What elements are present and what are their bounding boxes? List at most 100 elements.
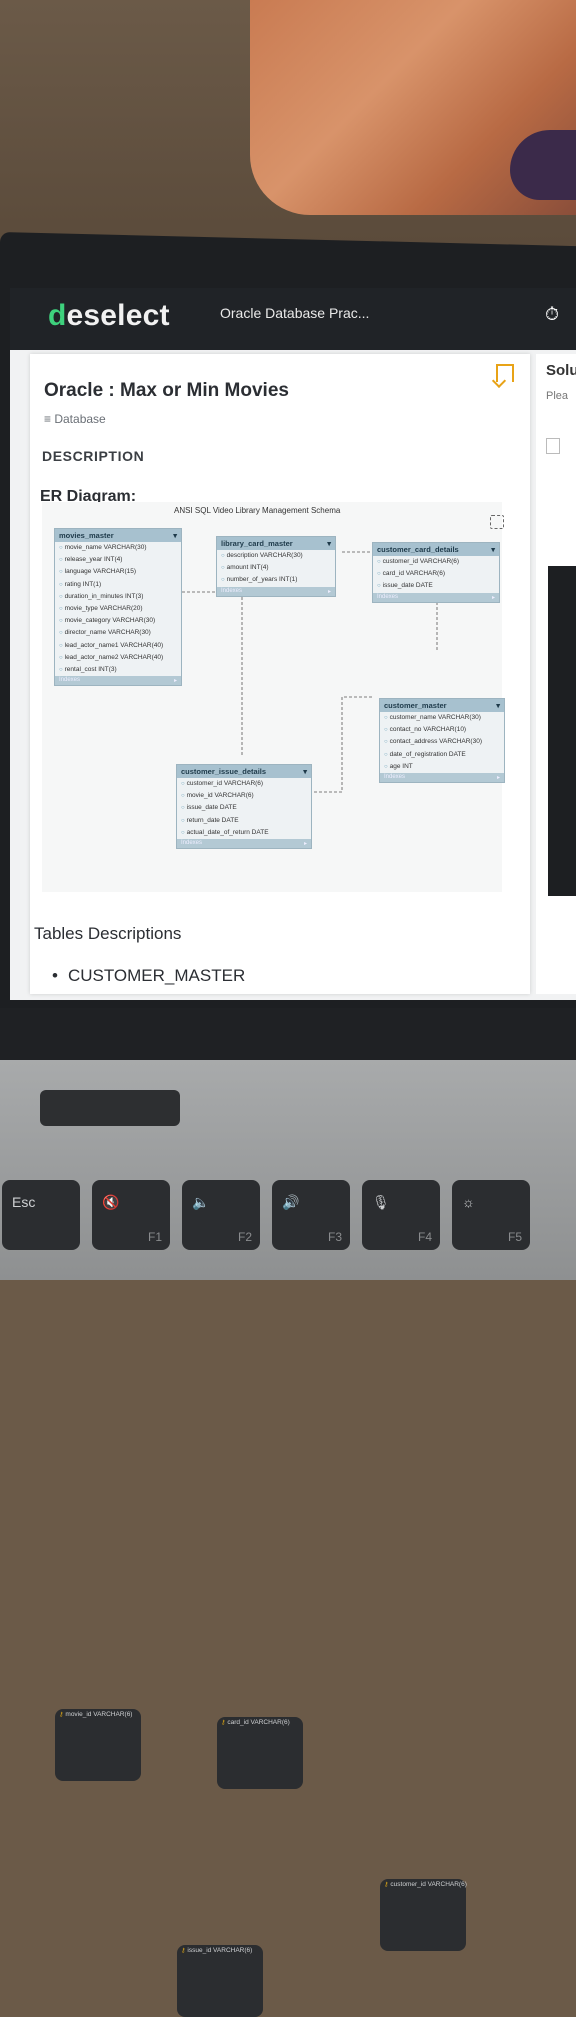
description-heading: DESCRIPTION (42, 448, 145, 464)
breadcrumb[interactable]: Oracle Database Prac... (220, 305, 370, 321)
column-row: customer_id VARCHAR(6) (177, 778, 311, 790)
er-diagram-heading: ER Diagram: (40, 488, 137, 505)
indexes-footer[interactable]: Indexes ▸ (177, 839, 311, 849)
focus-icon[interactable] (490, 515, 504, 529)
app-header: deselect Oracle Database Prac... ⏱ (10, 288, 576, 350)
key-label: Esc (12, 1194, 36, 1210)
brand-logo[interactable]: deselect (48, 299, 170, 333)
column-row: rental_cost INT(3) (55, 664, 181, 676)
logo-text: deselect (48, 299, 170, 332)
column-row: lead_actor_name2 VARCHAR(40) (55, 652, 181, 664)
chevron-right-icon: ▸ (491, 594, 495, 601)
column-row: duration_in_minutes INT(3) (55, 591, 181, 603)
volume-down-icon: 🔈 (192, 1194, 210, 1210)
table-name: library_card_master (221, 539, 293, 548)
chevron-right-icon: ▸ (303, 841, 307, 848)
table-movies-master[interactable]: movies_master ▾ movie_id VARCHAR(6) movie… (54, 528, 182, 1781)
table-name: customer_master (384, 701, 447, 710)
mute-icon: 🔇 (102, 1194, 120, 1210)
indexes-label: Indexes (181, 840, 203, 847)
indexes-label: Indexes (377, 593, 399, 600)
brightness-icon: ☼ (462, 1194, 475, 1210)
chevron-right-icon: ▸ (496, 775, 500, 782)
indexes-footer[interactable]: Indexes ▸ (217, 586, 335, 596)
indexes-label: Indexes (59, 677, 81, 684)
chevron-down-icon[interactable]: ▾ (491, 545, 495, 554)
mute-key[interactable]: 🔇 F1 (92, 1180, 170, 1250)
table-header: movies_master ▾ (55, 529, 181, 542)
chevron-right-icon: ▸ (327, 588, 331, 595)
table-name: customer_card_details (377, 545, 459, 554)
indexes-label: Indexes (384, 774, 406, 781)
category-label: Database (54, 412, 106, 426)
column-row: customer_id VARCHAR(6) (373, 556, 499, 568)
column-row: movie_id VARCHAR(6) (55, 1709, 141, 1781)
fn-label: F3 (327, 1230, 342, 1244)
column-row: movie_name VARCHAR(30) (55, 542, 181, 554)
column-row: age INT (380, 761, 504, 773)
column-row: language VARCHAR(15) (55, 566, 181, 578)
table-header: customer_card_details ▾ (373, 543, 499, 556)
solution-panel: Solu Plea (536, 354, 576, 994)
column-row: movie_type VARCHAR(20) (55, 603, 181, 615)
esc-key[interactable]: Esc (2, 1180, 80, 1250)
indexes-footer[interactable]: Indexes ▸ (373, 592, 499, 602)
column-row: actual_date_of_return DATE (177, 827, 311, 839)
column-row: lead_actor_name1 VARCHAR(40) (55, 640, 181, 652)
column-row: card_id VARCHAR(6) (373, 568, 499, 580)
table-library-card-master[interactable]: library_card_master▾ card_id VARCHAR(6) … (216, 536, 336, 1789)
column-row: customer_id VARCHAR(6) (380, 1879, 467, 1951)
laptop-hinge (40, 1090, 180, 1126)
brightness-key[interactable]: ☼ F5 (452, 1180, 530, 1250)
table-customer-card-details[interactable]: customer_card_details ▾ customer_id VARCH… (372, 542, 500, 603)
column-row: number_of_years INT(1) (217, 574, 335, 586)
column-row: rating INT(1) (55, 579, 181, 591)
table-customer-issue-details[interactable]: customer_issue_details ▾ issue_id VARCHAR… (176, 764, 312, 2017)
column-row: card_id VARCHAR(6) (217, 1717, 303, 1789)
table-name: customer_issue_details (181, 767, 267, 776)
table-header: customer_master ▾ (380, 699, 504, 712)
chevron-right-icon: ▸ (173, 678, 177, 685)
solution-subtitle: Plea (546, 390, 569, 402)
column-row: contact_no VARCHAR(10) (380, 724, 504, 736)
column-row: issue_id VARCHAR(6) (177, 1945, 263, 2017)
laptop-screen: deselect Oracle Database Prac... ⏱ Oracl… (10, 288, 576, 2017)
column-row: issue_date DATE (177, 802, 311, 814)
volume-down-key[interactable]: 🔈 F2 (182, 1180, 260, 1250)
table-name: movies_master (59, 531, 114, 540)
indexes-label: Indexes (221, 587, 243, 594)
tables-descriptions-heading: Tables Descriptions (34, 924, 182, 943)
background-object (510, 130, 576, 200)
column-row: contact_address VARCHAR(30) (380, 736, 504, 748)
column-row: description VARCHAR(30) (217, 550, 335, 562)
column-row: amount INT(4) (217, 562, 335, 574)
chevron-down-icon[interactable]: ▾ (496, 701, 500, 710)
fn-label: F2 (237, 1230, 252, 1244)
volume-up-key[interactable]: 🔊 F3 (272, 1180, 350, 1250)
table-customer-master[interactable]: customer_master▾ customer_id VARCHAR(6) … (379, 698, 505, 1951)
solution-title: Solu (546, 362, 576, 379)
fn-label: F5 (507, 1230, 522, 1244)
column-row: director_name VARCHAR(30) (55, 627, 181, 639)
volume-up-icon: 🔊 (282, 1194, 300, 1210)
fn-label: F1 (147, 1230, 162, 1244)
page-title: Oracle : Max or Min Movies (44, 380, 289, 401)
chevron-down-icon[interactable]: ▾ (327, 539, 331, 548)
microphone-icon: 🎙 (372, 1194, 390, 1210)
checkbox[interactable] (546, 438, 560, 454)
column-row: movie_id VARCHAR(6) (177, 790, 311, 802)
indexes-footer[interactable]: Indexes ▸ (55, 676, 181, 686)
bookmark-icon[interactable] (496, 364, 514, 382)
column-row: customer_name VARCHAR(30) (380, 712, 504, 724)
column-row: return_date DATE (177, 815, 311, 827)
chevron-down-icon[interactable]: ▾ (173, 531, 177, 540)
code-editor[interactable] (548, 566, 576, 896)
stopwatch-icon[interactable]: ⏱ (544, 304, 560, 324)
indexes-footer[interactable]: Indexes ▸ (380, 773, 504, 783)
chevron-down-icon[interactable]: ▾ (303, 767, 307, 776)
table-list-item: CUSTOMER_MASTER (52, 966, 245, 986)
category-tag: ≡ Database (44, 412, 106, 426)
table-header: library_card_master ▾ (217, 537, 335, 550)
mic-mute-key[interactable]: 🎙F4 (362, 1180, 440, 1250)
column-row: issue_date DATE (373, 580, 499, 592)
